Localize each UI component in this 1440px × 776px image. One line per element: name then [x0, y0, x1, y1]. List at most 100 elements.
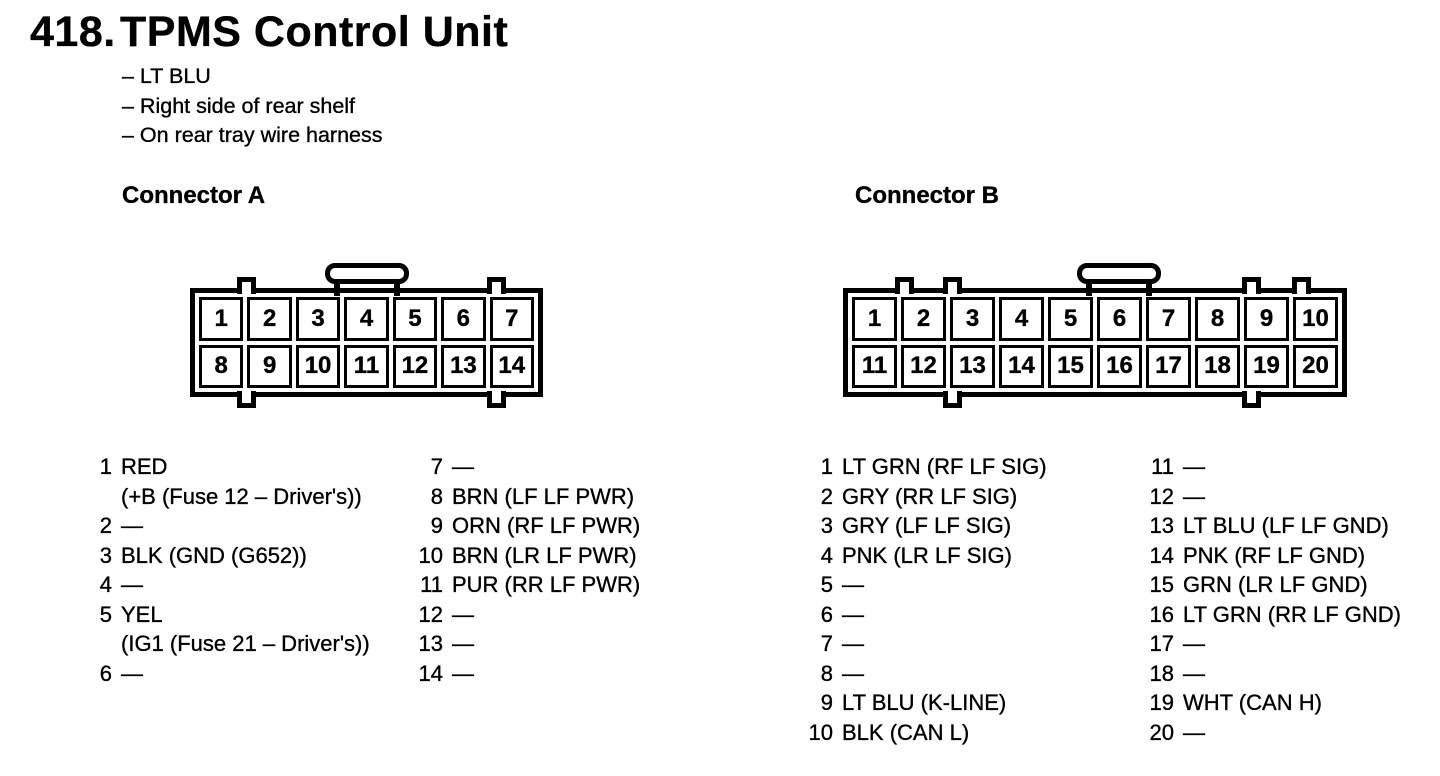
- pin-entry: 6 —: [806, 600, 1106, 630]
- pin-wire: —: [1183, 660, 1205, 686]
- pin-wire: —: [452, 454, 474, 479]
- pin-number: 8: [820, 660, 834, 686]
- pin-wire: ORN (RF LF PWR): [452, 513, 641, 538]
- pin-wire-function: (IG1 (Fuse 21 – Driver's)): [121, 631, 370, 656]
- pin-cell: 1: [852, 297, 897, 341]
- pin-number: 19: [1149, 690, 1174, 715]
- pin-number: 4: [99, 572, 113, 597]
- connector-b-index-tab: [1242, 391, 1261, 408]
- connector-a-index-tab: [237, 277, 256, 294]
- pin-wire-function: (+B (Fuse 12 – Driver's)): [121, 483, 362, 509]
- note-line: – LT BLU: [122, 64, 211, 88]
- pin-number: 5: [820, 572, 834, 597]
- connector-b-index-tab: [943, 277, 962, 294]
- pin-entry: 11 —: [1146, 452, 1436, 482]
- pin-wire: BLK (CAN L): [842, 719, 970, 745]
- pin-cell: 6: [1097, 297, 1142, 341]
- pin-wire: —: [842, 660, 864, 686]
- pin-wire: YEL (IG1 (Fuse 21 – Driver's)): [121, 600, 370, 659]
- pin-cell: 13: [950, 344, 995, 388]
- pin-cell: 17: [1146, 344, 1191, 388]
- pin-wire: LT BLU (K-LINE): [842, 690, 1007, 715]
- connector-b-index-tab: [1242, 277, 1261, 294]
- pin-wire: RED (+B (Fuse 12 – Driver's)): [121, 452, 362, 511]
- pin-wire: PNK (RF LF GND): [1183, 542, 1366, 568]
- pin-entry: 2 —: [90, 511, 410, 541]
- pin-entry: 10 BLK (CAN L): [806, 718, 1106, 748]
- pin-cell: 13: [441, 344, 486, 388]
- pin-cell: 3: [950, 297, 995, 341]
- pin-entry: 3 BLK (GND (G652)): [90, 541, 410, 571]
- connector-b-index-tab: [943, 391, 962, 408]
- pin-number: 17: [1149, 631, 1174, 656]
- pin-number: 15: [1149, 572, 1174, 597]
- pin-wire-color: YEL: [121, 601, 163, 627]
- pin-cell: 7: [489, 297, 534, 341]
- pin-number: 10: [418, 542, 443, 568]
- pin-entry: 9 ORN (RF LF PWR): [416, 511, 696, 541]
- pin-number: 13: [1149, 513, 1174, 538]
- pin-number: 2: [820, 483, 834, 509]
- pin-entry: 16 LT GRN (RR LF GND): [1146, 600, 1436, 630]
- pin-cell: 14: [999, 344, 1044, 388]
- pin-number: 1: [820, 454, 834, 479]
- pin-wire: —: [842, 572, 864, 597]
- pin-cell: 2: [901, 297, 946, 341]
- pin-wire: GRY (LF LF SIG): [842, 513, 1012, 538]
- pin-wire: GRY (RR LF SIG): [842, 483, 1018, 509]
- pin-cell: 11: [852, 344, 897, 388]
- pin-cell: 12: [392, 344, 438, 388]
- pin-number: 9: [430, 513, 444, 538]
- pin-cell: 15: [1048, 344, 1093, 388]
- pin-cell: 4: [344, 297, 389, 341]
- pin-wire: LT BLU (LF LF GND): [1183, 513, 1389, 538]
- pin-entry: 13 LT BLU (LF LF GND): [1146, 511, 1436, 541]
- pin-number: 16: [1149, 601, 1174, 627]
- pin-number: 12: [1149, 483, 1174, 509]
- connector-a-index-tab: [237, 391, 256, 408]
- connector-b-lock-latch: [1077, 263, 1161, 296]
- pin-entry: 14 PNK (RF LF GND): [1146, 541, 1436, 571]
- connector-a-pinlist-left: 1 RED (+B (Fuse 12 – Driver's)) 2 — 3 BL…: [90, 452, 410, 688]
- pin-entry: 4 PNK (LR LF SIG): [806, 541, 1106, 571]
- page-title: 418. TPMS Control Unit: [30, 8, 508, 57]
- pin-number: 18: [1149, 660, 1174, 686]
- pin-wire: PUR (RR LF PWR): [452, 572, 641, 597]
- pin-entry: 5 YEL (IG1 (Fuse 21 – Driver's)): [90, 600, 410, 659]
- pin-number: 11: [420, 572, 443, 597]
- pin-cell: 19: [1244, 344, 1289, 388]
- pin-number: 14: [418, 660, 443, 686]
- pin-entry: 1 RED (+B (Fuse 12 – Driver's)): [90, 452, 410, 511]
- pin-entry: 4 —: [90, 570, 410, 600]
- connector-a-index-tab: [487, 277, 506, 294]
- pin-entry: 10 BRN (LR LF PWR): [416, 541, 696, 571]
- pin-wire: GRN (LR LF GND): [1183, 572, 1368, 597]
- pin-cell: 7: [1146, 297, 1191, 341]
- latch-bar: [1077, 263, 1161, 284]
- pin-number: 20: [1149, 719, 1174, 745]
- pin-cell: 10: [295, 344, 341, 388]
- pin-wire: —: [1183, 483, 1205, 509]
- pin-entry: 5 —: [806, 570, 1106, 600]
- pin-number: 2: [99, 513, 113, 538]
- pin-wire: —: [842, 601, 864, 627]
- pin-number: 9: [820, 690, 834, 715]
- pin-entry: 19 WHT (CAN H): [1146, 688, 1436, 718]
- pin-number: 3: [99, 542, 113, 568]
- connector-b-index-tab: [895, 277, 914, 294]
- connector-a-pin-grid: 1 2 3 4 5 6 7 8 9 10 11 12 13 14: [195, 293, 538, 392]
- pin-number: 6: [820, 601, 834, 627]
- pin-wire: BRN (LR LF PWR): [452, 542, 637, 568]
- pin-wire: —: [121, 513, 143, 538]
- pin-entry: 7 —: [806, 629, 1106, 659]
- pin-cell: 2: [247, 297, 292, 341]
- latch-stem: [333, 279, 340, 296]
- connector-a-index-tab: [487, 391, 506, 408]
- connector-b-pinlist-right: 11 — 12 — 13 LT BLU (LF LF GND) 14 PNK (…: [1146, 452, 1436, 747]
- pin-cell: 6: [441, 297, 486, 341]
- pin-wire: —: [452, 601, 474, 627]
- pin-entry: 12 —: [1146, 482, 1436, 512]
- connector-a-lock-latch: [324, 263, 409, 296]
- pin-entry: 8 BRN (LF LF PWR): [416, 482, 696, 512]
